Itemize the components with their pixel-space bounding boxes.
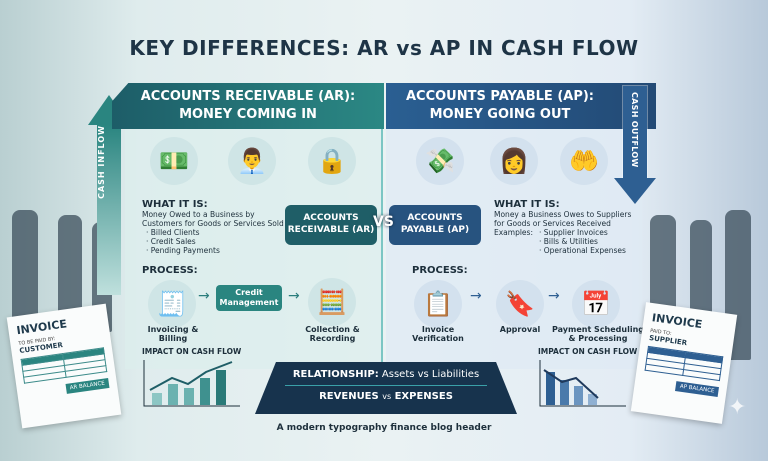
ar-cash-flow-up-chart bbox=[143, 360, 240, 407]
ar-what-it-is: WHAT IT IS: Money Owed to a Business by … bbox=[142, 199, 284, 255]
ap-process-heading: PROCESS: bbox=[412, 265, 468, 276]
clipboard-checklist-icon: 📋 bbox=[414, 280, 462, 328]
cash-inflow-label: CASH INFLOW bbox=[97, 125, 106, 199]
ap-banner: ACCOUNTS PAYABLE (AP):MONEY GOING OUT bbox=[386, 83, 656, 129]
ar-bullet: · Pending Payments bbox=[146, 246, 220, 255]
ap-impact: IMPACT ON CASH FLOW bbox=[538, 347, 637, 412]
cash-outflow-arrow: CASH OUTFLOW bbox=[614, 86, 656, 204]
ap-what-it-is: WHAT IT IS: Money a Business Owes to Sup… bbox=[494, 199, 632, 255]
hand-cash-icon: 💵 bbox=[150, 137, 198, 185]
arrow-right-icon: → bbox=[198, 288, 210, 304]
person-silhouette bbox=[690, 220, 712, 315]
arrow-right-icon: → bbox=[470, 288, 482, 304]
ap-step-approval: Approval bbox=[499, 325, 541, 334]
ar-invoice-document: INVOICE TO BE PAID BY: CUSTOMER AR BALAN… bbox=[6, 303, 122, 429]
ap-bullet: · Supplier Invoices bbox=[538, 228, 608, 237]
relationship-banner: RELATIONSHIP: Assets vs Liabilities REVE… bbox=[255, 362, 517, 414]
ar-bullet: · Billed Clients bbox=[146, 228, 200, 237]
hand-giving-cash-icon: 💸 bbox=[416, 137, 464, 185]
calculator-spreadsheet-icon: 🧮 bbox=[308, 278, 356, 326]
calendar-check-icon: 📅 bbox=[572, 280, 620, 328]
vs-label: VS bbox=[373, 214, 394, 230]
invoice-document-icon: 🧾 bbox=[148, 280, 196, 328]
safe-icon: 🔒 bbox=[308, 137, 356, 185]
ar-balance-label: AR BALANCE bbox=[65, 377, 110, 394]
ar-step-invoicing: Invoicing &Billing bbox=[147, 325, 199, 343]
ap-balance-label: AP BALANCE bbox=[675, 381, 719, 398]
ar-step-collection: Collection &Recording bbox=[305, 325, 360, 343]
arrow-right-icon: → bbox=[288, 288, 300, 304]
page-title: KEY DIFFERENCES: AR vs AP IN CASH FLOW bbox=[129, 36, 639, 60]
open-hand-icon: 🤲 bbox=[560, 137, 608, 185]
ap-invoice-document: INVOICE PAID TO: SUPPLIER AP BALANCE bbox=[630, 302, 738, 424]
ap-cash-flow-down-chart bbox=[539, 360, 626, 407]
ar-process-heading: PROCESS: bbox=[142, 265, 198, 276]
woman-payment-icon: 👩 bbox=[490, 137, 538, 185]
ap-bullet: · Operational Expenses bbox=[538, 246, 626, 255]
sparkle-icon: ✦ bbox=[728, 395, 747, 420]
ar-impact: IMPACT ON CASH FLOW bbox=[142, 347, 242, 412]
ar-banner: ACCOUNTS RECEIVABLE (AR):MONEY COMING IN bbox=[112, 83, 384, 129]
ap-step-payment: Payment Scheduling& Processing bbox=[551, 325, 645, 343]
person-silhouette bbox=[650, 215, 676, 315]
arrow-right-icon: → bbox=[548, 288, 560, 304]
businessman-invoice-icon: 👨‍💼 bbox=[228, 137, 276, 185]
ar-bullet: · Credit Sales bbox=[146, 237, 196, 246]
ap-bullet: · Bills & Utilities bbox=[538, 237, 598, 246]
approval-stamp-icon: 🔖 bbox=[496, 280, 544, 328]
subtitle: A modern typography finance blog header bbox=[276, 423, 492, 433]
cash-outflow-label: CASH OUTFLOW bbox=[630, 92, 639, 168]
